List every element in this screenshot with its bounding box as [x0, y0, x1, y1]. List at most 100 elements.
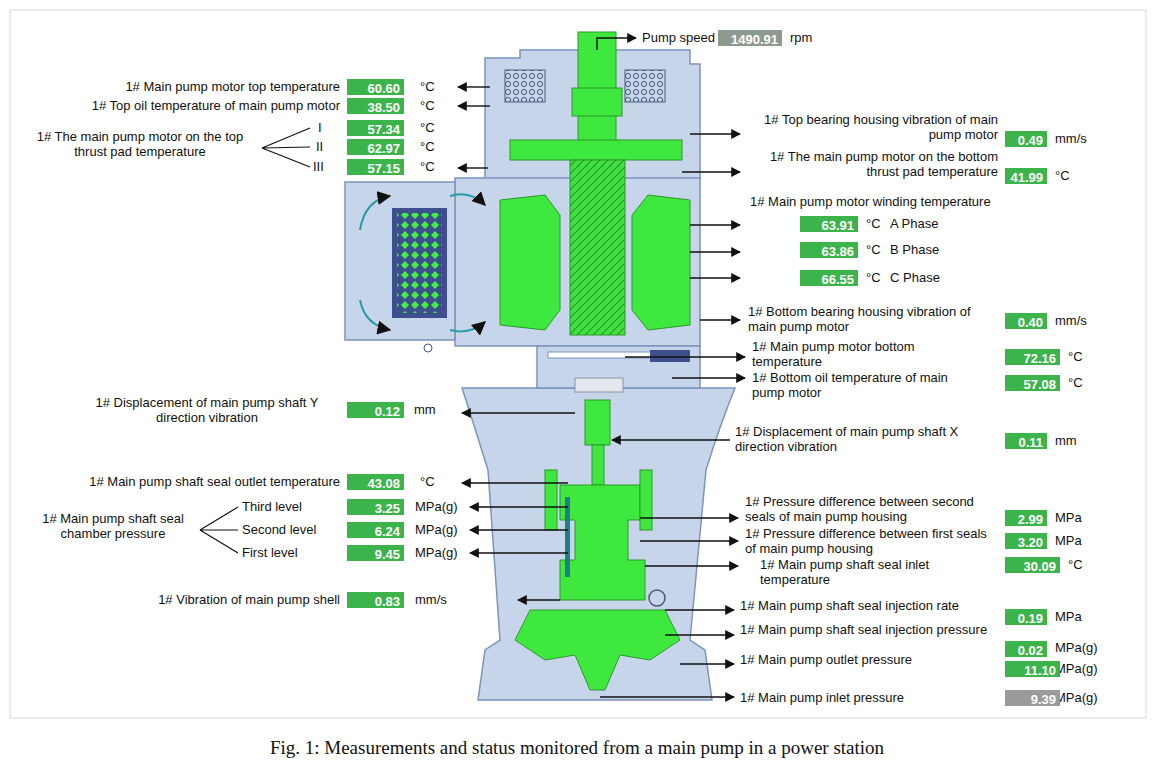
value-box: 3.20 — [1005, 533, 1047, 549]
value-label: 1# Main pump shaft seal inlet temperatur… — [760, 557, 960, 587]
path-shape — [450, 322, 485, 331]
value-box: 60.60 — [347, 79, 404, 95]
value-label: II — [316, 139, 323, 154]
value-text: 57.08 — [1023, 377, 1056, 392]
path-shape — [640, 540, 738, 541]
value-box: 0.19 — [1005, 609, 1047, 625]
value-label: 1# The main pump motor on the bottom thr… — [748, 149, 998, 179]
path-shape — [470, 552, 568, 553]
value-label: °C — [866, 216, 881, 231]
rect-shape — [392, 208, 447, 318]
value-text: 57.34 — [367, 122, 400, 137]
path-shape — [462, 388, 735, 700]
value-box: 41.99 — [1005, 168, 1047, 184]
path-shape — [360, 196, 390, 230]
path-shape — [645, 565, 738, 566]
value-label: 1# Pressure difference between first sea… — [745, 526, 1000, 556]
value-label: 1# Bottom oil temperature of main pump m… — [752, 370, 952, 400]
value-box: 2.99 — [1005, 510, 1047, 526]
circle-shape — [424, 344, 432, 352]
value-box: 63.91 — [800, 216, 858, 232]
path-shape — [360, 300, 390, 330]
path-shape — [518, 599, 560, 600]
value-label: °C — [420, 98, 435, 113]
value-label: °C — [420, 474, 435, 489]
value-label: 1# Main pump shaft seal injection pressu… — [740, 622, 987, 637]
rect-shape — [545, 470, 557, 530]
value-text: 6.24 — [375, 524, 400, 539]
rect-shape — [345, 182, 455, 340]
cooler — [360, 194, 485, 352]
value-label: 1# Top oil temperature of main pump moto… — [92, 98, 340, 113]
value-box: 11.10 — [1005, 661, 1060, 677]
figure-caption: Fig. 1: Measurements and status monitore… — [0, 737, 1154, 759]
path-shape — [690, 224, 740, 225]
value-text: 66.55 — [821, 272, 854, 287]
path-shape — [600, 696, 734, 697]
value-box: 9.45 — [347, 545, 404, 561]
value-text: 43.08 — [367, 476, 400, 491]
value-text: 0.11 — [1018, 435, 1043, 450]
value-text: 60.60 — [367, 81, 400, 96]
value-box: 63.86 — [800, 242, 858, 258]
value-label: °C — [1068, 375, 1083, 390]
value-box: 72.16 — [1005, 349, 1060, 365]
path-shape — [665, 634, 734, 635]
value-label: °C — [866, 270, 881, 285]
path-shape — [470, 506, 568, 507]
value-box: 57.08 — [1005, 375, 1060, 391]
brackets — [200, 128, 310, 553]
value-label: mm/s — [1055, 131, 1087, 146]
value-box: 0.83 — [347, 592, 404, 608]
value-label: MPa(g) — [415, 522, 458, 537]
value-text: 9.45 — [375, 547, 400, 562]
leader-arrows — [458, 38, 745, 697]
path-shape — [458, 167, 488, 168]
value-label: B Phase — [890, 242, 939, 257]
rect-shape — [575, 378, 623, 392]
value-text: 41.99 — [1010, 170, 1043, 185]
value-text: 0.12 — [375, 404, 400, 419]
value-text: 9.39 — [1031, 692, 1056, 707]
value-box: 30.09 — [1005, 557, 1060, 573]
value-label: 1# Pressure difference between second se… — [745, 494, 1000, 524]
path-shape — [625, 356, 745, 357]
value-box: 0.49 — [1005, 131, 1047, 147]
value-label: °C — [1068, 349, 1083, 364]
value-text: 63.86 — [821, 244, 854, 259]
value-label: 1# The main pump motor on the top thrust… — [20, 129, 260, 159]
path-shape — [458, 86, 490, 87]
path-shape — [612, 439, 730, 440]
value-label: 1# Main pump shaft seal injection rate — [740, 598, 959, 613]
value-text: 38.50 — [367, 100, 400, 115]
value-label: mm — [1055, 433, 1077, 448]
value-label: 1# Bottom bearing housing vibration of m… — [748, 304, 1000, 334]
path-shape — [500, 195, 560, 330]
value-label: I — [318, 120, 322, 135]
rotor-stator — [500, 32, 690, 690]
value-label: MPa — [1055, 510, 1082, 525]
value-label: 1# Main pump motor top temperature — [125, 79, 340, 94]
rect-shape — [397, 213, 442, 313]
path-shape — [597, 38, 636, 50]
rect-shape — [592, 445, 604, 485]
value-text: 3.25 — [375, 501, 400, 516]
path-shape — [262, 128, 310, 167]
path-shape — [690, 133, 740, 134]
value-box: 3.25 — [347, 499, 404, 515]
value-label: MPa(g) — [1055, 661, 1098, 676]
value-label: III — [313, 159, 324, 174]
path-shape — [682, 171, 740, 172]
value-text: 57.15 — [367, 161, 400, 176]
rect-shape — [505, 70, 545, 102]
value-label: 1# Displacement of main pump shaft Y dir… — [72, 395, 342, 425]
path-shape — [458, 105, 490, 106]
value-box: 62.97 — [347, 139, 404, 155]
g-shape — [360, 194, 485, 331]
value-label: 1# Displacement of main pump shaft X dir… — [735, 424, 1000, 454]
value-label: MPa(g) — [415, 499, 458, 514]
path-shape — [690, 277, 740, 278]
path-shape — [680, 663, 734, 664]
value-label: 1# Main pump motor bottom temperature — [752, 339, 952, 369]
path-shape — [632, 195, 690, 330]
